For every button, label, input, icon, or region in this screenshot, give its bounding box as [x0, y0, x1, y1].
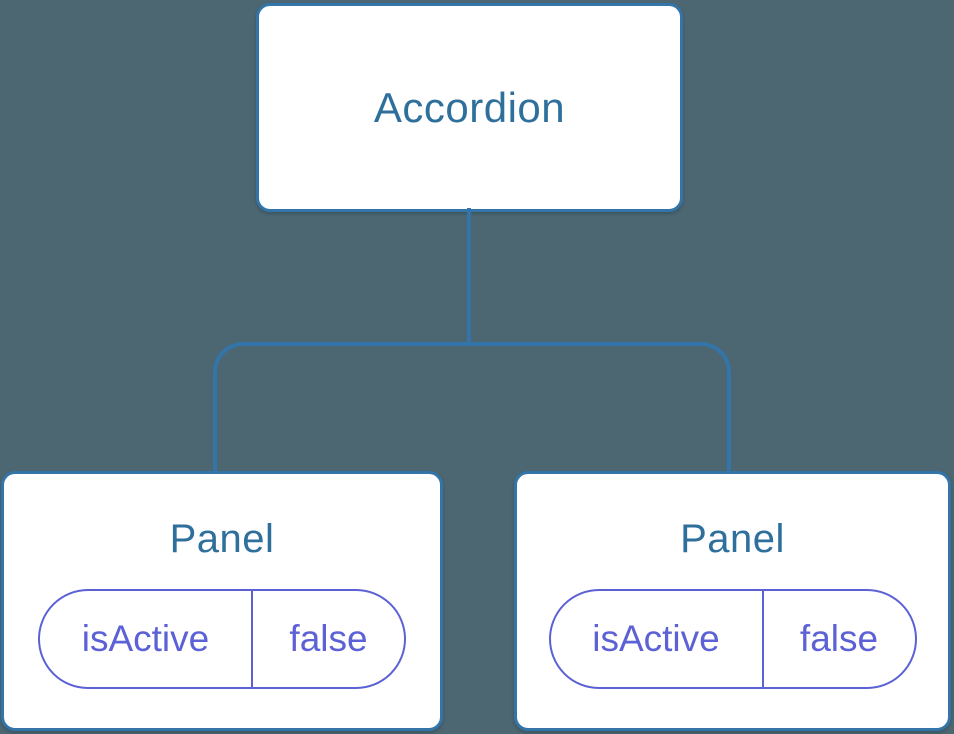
accordion-node-label: Accordion [373, 83, 566, 131]
panel-right-prop-pill: isActive false [548, 589, 917, 689]
component-node-panel-right: Panel isActive false [514, 471, 951, 731]
component-node-panel-left: Panel isActive false [1, 471, 443, 731]
panel-right-prop-value: false [799, 618, 879, 659]
panel-left-prop-value: false [289, 618, 368, 659]
panel-left-label: Panel [169, 517, 275, 561]
connector-branch [213, 342, 731, 472]
panel-right-prop-name: isActive [551, 591, 764, 687]
component-node-accordion: Accordion [256, 3, 683, 212]
panel-left-prop-pill: isActive false [38, 589, 406, 689]
panel-left-prop-name: isActive [40, 591, 253, 687]
panel-right-label: Panel [680, 517, 785, 561]
connector-stem [467, 208, 471, 346]
